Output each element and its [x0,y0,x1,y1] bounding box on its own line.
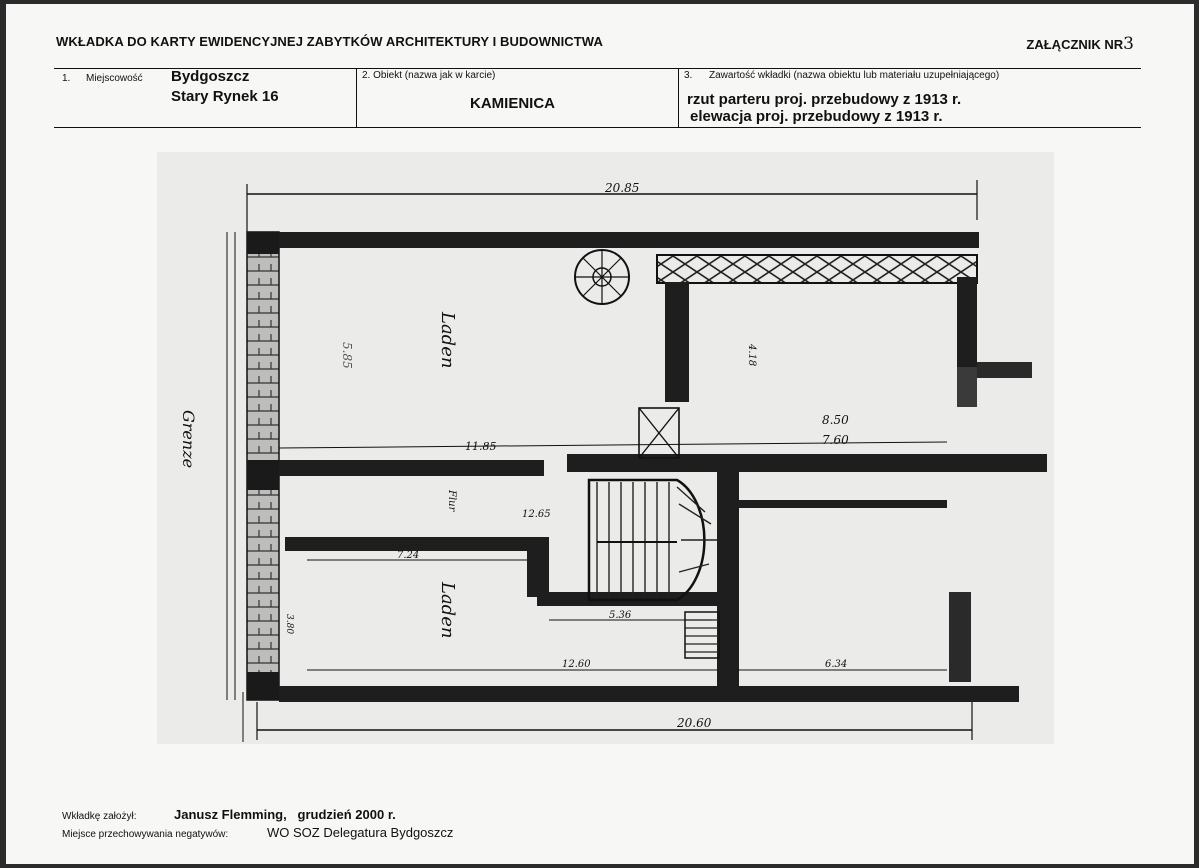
field-1-city: Bydgoszcz [171,68,250,85]
wall-middle-left [279,460,544,476]
document-title: WKŁADKA DO KARTY EWIDENCYJNEJ ZABYTKÓW A… [56,34,603,49]
field-1-number: 1. [62,73,71,84]
dim-bottom: 20.60 [676,716,712,730]
side-note: Grenze [179,410,198,468]
storage-value: WO SOZ Delegatura Bydgoszcz [267,825,454,840]
field-3-label: Zawartość wkładki (nazwa obiektu lub mat… [709,70,1000,81]
dim-lower-a: 12.60 [562,659,591,670]
dim-stair-width: 5.36 [609,610,632,621]
main-staircase [587,478,717,602]
dim-right-height: 4.18 [746,343,757,366]
small-stair [684,611,720,659]
table-divider-2 [678,68,679,128]
corridor-label: Flur [446,489,457,513]
dim-lower-b: 6.34 [825,659,847,670]
floor-plan-drawing: 20.85 20.60 [157,152,1054,744]
field-3-line-2: elewacja proj. przebudowy z 1913 r. [690,108,943,125]
annex-label-text: ZAŁĄCZNIK NR [1026,37,1124,52]
wall-top [279,232,979,248]
dim-room1-length: 11.85 [465,440,497,453]
storage-label: Miejsce przechowywania negatywów: [62,829,229,840]
field-3-number: 3. [684,70,693,81]
wall-bottom [279,686,1019,702]
field-1-label: Miejscowość [86,73,143,84]
annex-number: 3 [1123,34,1134,54]
document-sheet: WKŁADKA DO KARTY EWIDENCYJNEJ ZABYTKÓW A… [6,4,1194,864]
inner-wall [665,282,689,402]
floor-plan-svg: 20.85 20.60 [179,180,1047,742]
room-label-lower: Laden [437,581,458,638]
wall-middle-right [567,454,1047,472]
dim-top: 20.85 [604,181,639,195]
field-3-line-1: rzut parteru proj. przebudowy z 1913 r. [687,91,962,108]
room-label-upper: Laden [437,311,458,368]
dim-room1-depth: 5.85 [340,342,354,369]
table-divider-1 [356,68,357,128]
field-1-address: Stary Rynek 16 [171,88,279,105]
table-top-rule [54,68,1141,69]
field-2-label: 2. Obiekt (nazwa jak w karcie) [362,70,496,81]
dim-right-b: 7.60 [822,433,849,447]
dim-left-small: 3.80 [284,614,294,634]
stair-to-upper [638,407,680,459]
founded-value: Janusz Flemming, grudzień 2000 r. [174,807,396,822]
dim-corridor-a: 7.24 [397,550,419,561]
dim-corridor-b: 12.65 [522,509,551,520]
table-bottom-rule [54,127,1141,128]
hatched-wall [656,254,978,284]
dim-right-a: 8.50 [822,413,849,427]
annex-label: ZAŁĄCZNIK NR3 [1026,34,1134,54]
founded-label: Wkładkę założył: [62,811,137,822]
field-2-value: KAMIENICA [470,95,555,112]
spiral-stair [574,249,630,305]
